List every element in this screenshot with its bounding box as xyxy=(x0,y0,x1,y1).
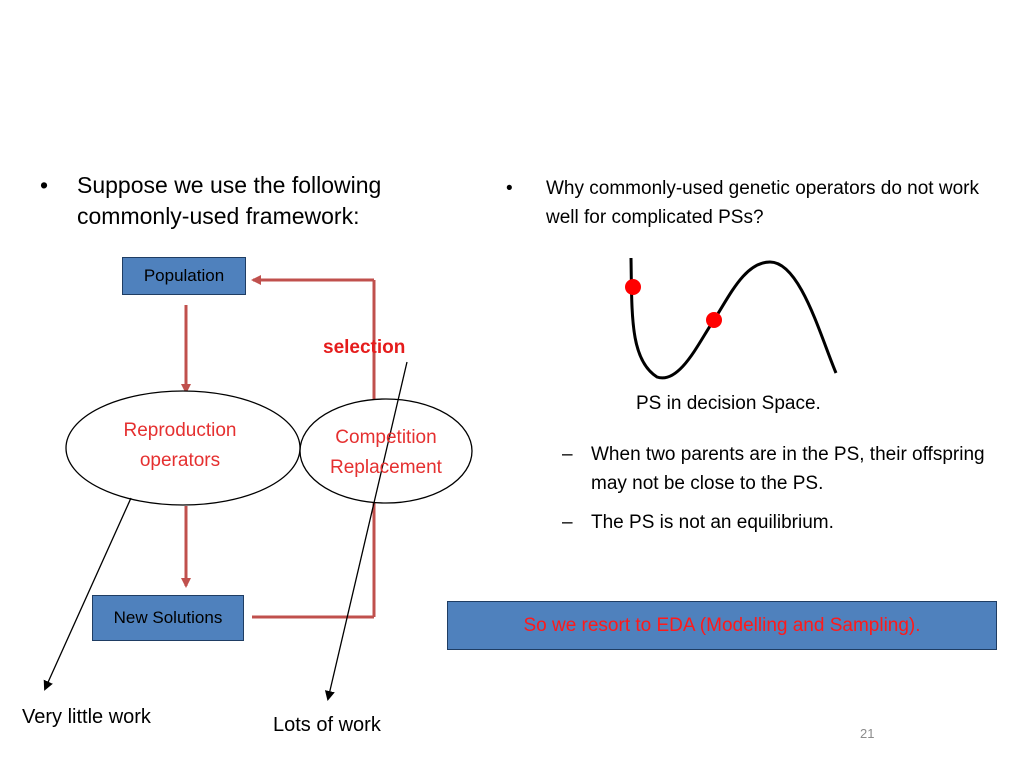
competition-label-line2: Replacement xyxy=(330,457,442,478)
right-bullet-text: Why commonly-used genetic operators do n… xyxy=(546,178,979,228)
conclusion-box: So we resort to EDA (Modelling and Sampl… xyxy=(447,601,997,650)
sub-point-1: – When two parents are in the PS, their … xyxy=(562,440,1001,498)
dash-symbol: – xyxy=(562,512,573,533)
dash-symbol: – xyxy=(562,444,573,465)
arrow-lots-of-work xyxy=(324,361,408,701)
reproduction-label-line1: Reproduction xyxy=(123,420,237,441)
lots-of-work-label: Lots of work xyxy=(273,714,381,736)
bullet-symbol: • xyxy=(40,172,49,198)
competition-label: Competition Replacement xyxy=(296,423,476,483)
very-little-work-label: Very little work xyxy=(22,706,151,728)
reproduction-label: Reproduction operators xyxy=(80,416,280,476)
page-number: 21 xyxy=(860,726,875,741)
reproduction-label-line2: operators xyxy=(139,450,221,471)
new-solutions-box: New Solutions xyxy=(92,595,244,641)
sub-point-2: – The PS is not an equilibrium. xyxy=(562,508,1001,537)
right-bullet-point: • Why commonly-used genetic operators do… xyxy=(506,174,1006,232)
curve-caption: PS in decision Space. xyxy=(636,393,821,414)
bullet-symbol: • xyxy=(506,178,513,199)
parent-point-2 xyxy=(706,312,722,328)
population-box: Population xyxy=(122,257,246,295)
arrow-very-little-work xyxy=(43,497,132,691)
left-bullet-point: • Suppose we use the following commonly-… xyxy=(40,170,437,232)
left-bullet-text: Suppose we use the following commonly-us… xyxy=(77,172,382,229)
sub-point-2-text: The PS is not an equilibrium. xyxy=(591,512,834,533)
conclusion-text: So we resort to EDA (Modelling and Sampl… xyxy=(523,614,921,636)
selection-label: selection xyxy=(323,337,406,358)
sub-point-1-text: When two parents are in the PS, their of… xyxy=(591,444,985,494)
new-solutions-label: New Solutions xyxy=(113,608,223,627)
population-label: Population xyxy=(143,266,225,285)
parent-point-1 xyxy=(625,279,641,295)
ps-curve xyxy=(629,257,838,380)
competition-label-line1: Competition xyxy=(335,427,437,448)
